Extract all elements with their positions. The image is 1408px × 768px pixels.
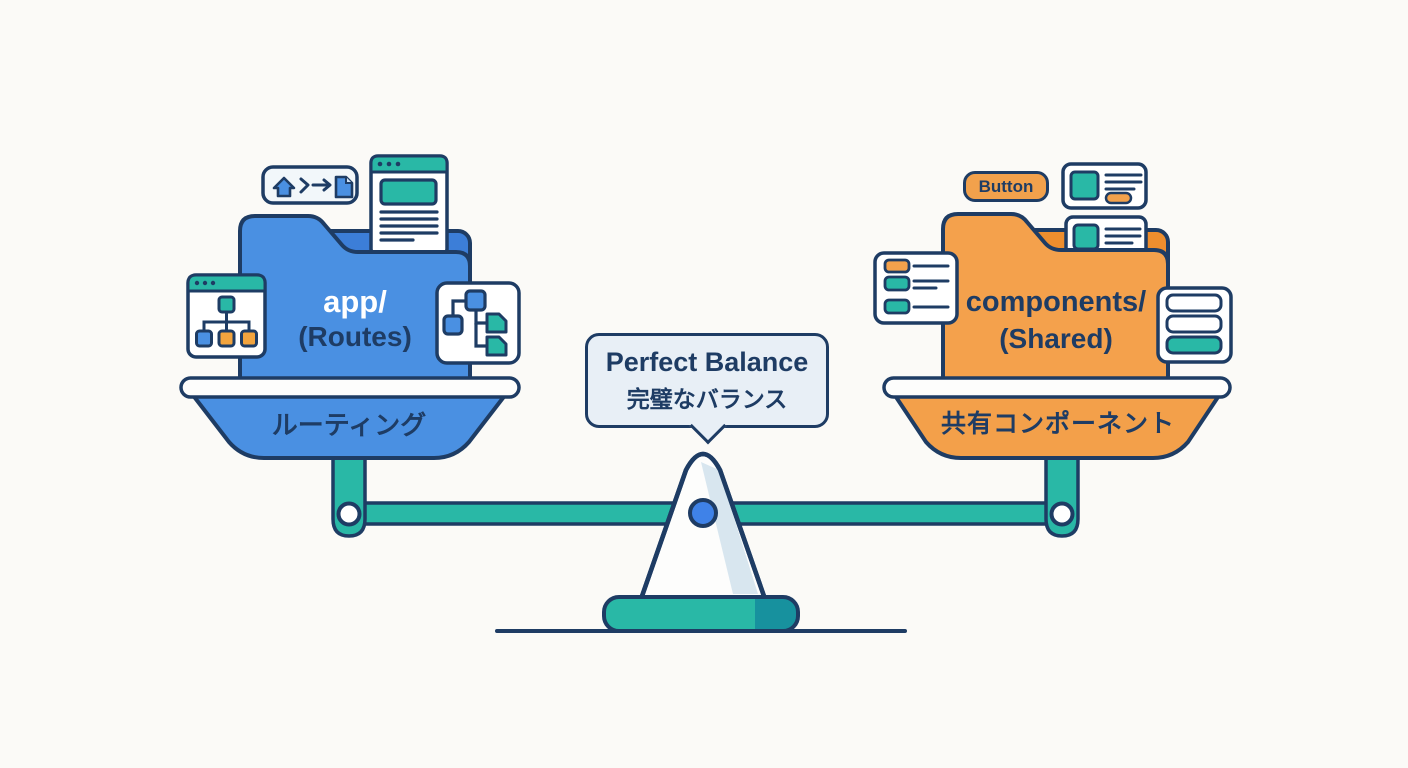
- browser-window-preview-card: [369, 154, 449, 258]
- right-folder-label-line1: components/: [965, 286, 1147, 318]
- left-pan: [179, 376, 521, 460]
- right-pin-hole: [1049, 501, 1075, 527]
- base-shadow: [755, 598, 797, 630]
- browser-header: [369, 154, 449, 174]
- scale-base: [602, 595, 800, 633]
- stacked-list-card: [1156, 286, 1233, 364]
- flow-diagram-card: [435, 281, 521, 365]
- right-folder: [941, 212, 1170, 386]
- component-list-card: [873, 251, 959, 325]
- sitemap-tree-icon: [195, 295, 258, 348]
- home-icon: [272, 176, 296, 198]
- left-pan-rim: [179, 376, 521, 399]
- route-badge: [261, 165, 359, 205]
- left-pin-hole: [336, 501, 362, 527]
- sitemap-card: [186, 273, 267, 359]
- left-pan-label: ルーティング: [271, 410, 427, 440]
- bubble-text-english: Perfect Balance: [605, 347, 809, 377]
- right-pan-bowl: [892, 392, 1222, 460]
- right-hanger: [1044, 453, 1080, 538]
- button-badge: Button: [963, 171, 1049, 202]
- right-pan-rim: [882, 376, 1232, 399]
- left-folder-label-line2: (Routes): [298, 321, 412, 352]
- left-folder: [238, 214, 472, 386]
- fulcrum: [638, 451, 768, 602]
- pivot-dot: [688, 498, 718, 528]
- left-folder-label-line1: app/: [323, 284, 387, 319]
- balance-speech-bubble: Perfect Balance 完璧なバランス: [585, 333, 829, 445]
- right-pan: [882, 376, 1232, 460]
- right-pan-label: 共有コンポーネント: [940, 410, 1175, 438]
- left-pan-bowl: [190, 392, 508, 460]
- mini-button-pill: [1104, 191, 1133, 205]
- chevron-right-icon: [299, 177, 310, 194]
- thumbnail-block: [1069, 170, 1100, 201]
- arrow-right-icon: [311, 178, 332, 192]
- right-folder-label-line2: (Shared): [999, 323, 1113, 354]
- component-card-1: [1061, 162, 1148, 210]
- hero-block: [379, 178, 438, 206]
- left-hanger: [331, 453, 367, 538]
- fulcrum-highlight: [701, 462, 758, 594]
- document-icon: [334, 175, 354, 199]
- flow-diagram-icon: [442, 289, 508, 357]
